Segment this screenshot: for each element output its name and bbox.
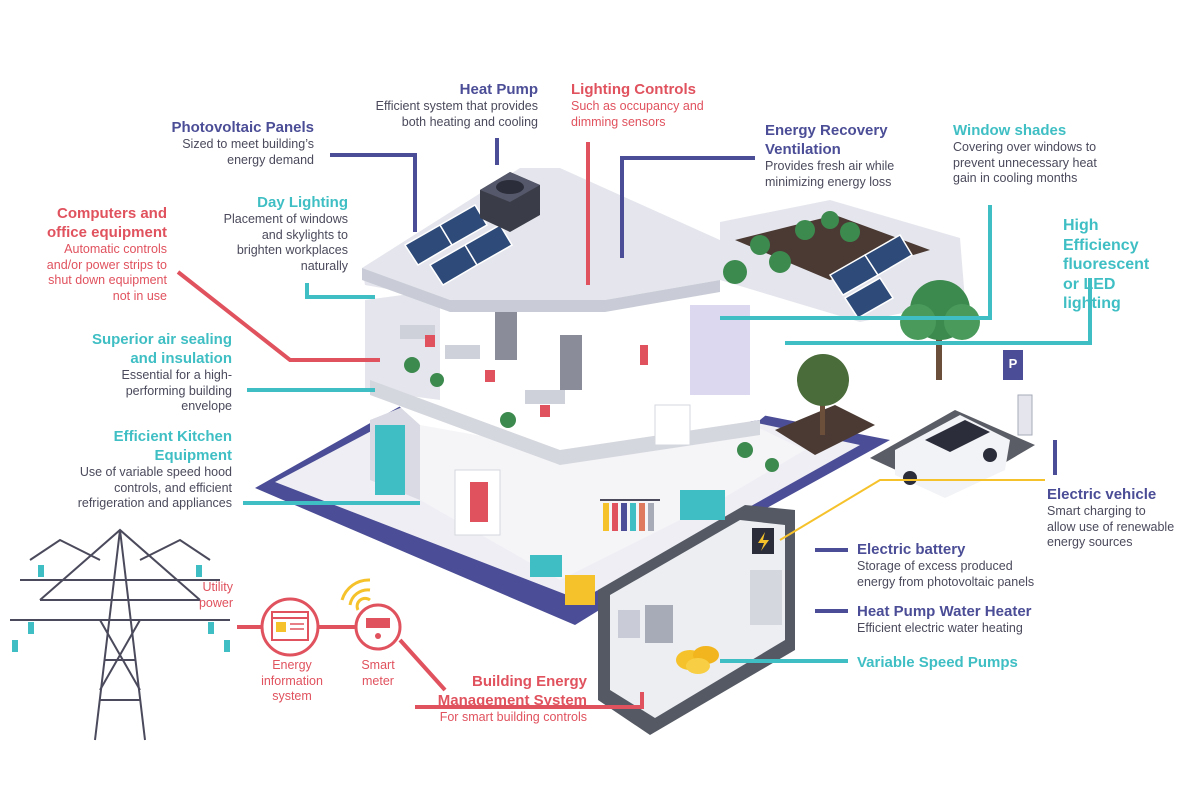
window-shades-desc: Covering over windows to prevent unneces…	[953, 140, 1097, 185]
basement	[598, 505, 795, 735]
label-smart-meter: Smart meter	[348, 658, 408, 689]
air-sealing-title: Superior air sealing and insulation	[91, 331, 232, 367]
erv-title: Energy Recovery Ventilation	[765, 122, 888, 158]
utility-power-text: Utility power	[198, 580, 233, 610]
label-building-energy-management-system: Building Energy Management System For sm…	[395, 672, 587, 726]
heat-pump-title: Heat Pump	[459, 81, 538, 98]
erv-desc: Provides fresh air while minimizing ener…	[765, 159, 895, 189]
heat-pump-unit-icon	[480, 172, 540, 232]
label-window-shades: Window shades Covering over windows to p…	[953, 121, 1143, 187]
window-shades-title: Window shades	[953, 122, 1067, 139]
battery-desc: Storage of excess produced energy from p…	[857, 559, 1035, 589]
water-heater	[750, 570, 782, 625]
air-sealing-desc: Essential for a high- performing buildin…	[121, 368, 232, 413]
office-floor	[365, 290, 820, 472]
solar-panel-icon	[403, 203, 914, 320]
label-variable-speed-pumps: Variable Speed Pumps	[857, 653, 1087, 672]
bookshelf	[495, 305, 517, 360]
label-high-efficiency-lighting: High Efficiency fluorescent or LED light…	[1063, 216, 1183, 314]
transmission-tower-icon	[10, 528, 230, 741]
svg-text:P: P	[1009, 356, 1018, 371]
lighting-controls-desc: Such as occupancy and dimming sensors	[571, 99, 704, 129]
label-computers-office-equipment: Computers and office equipment Automatic…	[10, 204, 167, 304]
label-photovoltaic-panels: Photovoltaic Panels Sized to meet buildi…	[114, 118, 314, 168]
electric-vehicle-desc: Smart charging to allow use of renewable…	[1047, 504, 1175, 549]
computers-title: Computers and office equipment	[46, 205, 167, 241]
label-day-lighting: Day Lighting Placement of windows and sk…	[148, 193, 348, 274]
label-heat-pump-water-heater: Heat Pump Water Heater Efficient electri…	[857, 602, 1087, 637]
tree	[775, 280, 980, 455]
label-energy-information-system: Energy information system	[252, 658, 332, 705]
bems-title: Building Energy Management System	[437, 673, 587, 709]
label-lighting-controls: Lighting Controls Such as occupancy and …	[571, 80, 771, 130]
label-heat-pump: Heat Pump Efficient system that provides…	[338, 80, 538, 130]
battery-icon	[752, 528, 774, 554]
label-utility-power: Utility power	[160, 580, 233, 611]
lighting-controls-title: Lighting Controls	[571, 81, 696, 98]
label-efficient-kitchen-equipment: Efficient Kitchen Equipment Use of varia…	[12, 427, 232, 512]
electric-vehicle-title: Electric vehicle	[1047, 486, 1157, 503]
washer	[618, 610, 640, 638]
label-energy-recovery-ventilation: Energy Recovery Ventilation Provides fre…	[765, 121, 940, 190]
smart-meter-icon	[354, 603, 402, 651]
photovoltaic-title: Photovoltaic Panels	[171, 119, 314, 136]
ev-charger-icon: P	[1003, 350, 1033, 436]
battery-title: Electric battery	[857, 541, 966, 558]
kitchen-title: Efficient Kitchen Equipment	[113, 428, 232, 464]
label-electric-vehicle: Electric vehicle Smart charging to allow…	[1047, 485, 1197, 551]
photovoltaic-desc: Sized to meet building’s energy demand	[182, 137, 314, 167]
pumps-title: Variable Speed Pumps	[857, 654, 1018, 671]
fitting-room-curtain	[470, 482, 488, 522]
bems-desc: For smart building controls	[439, 710, 587, 724]
hpwh-title: Heat Pump Water Heater	[857, 603, 1032, 620]
heat-pump-desc: Efficient system that provides both heat…	[375, 99, 538, 129]
dryer	[645, 605, 673, 643]
energy-information-system-icon	[260, 597, 320, 657]
day-lighting-title: Day Lighting	[257, 194, 348, 211]
eis-text: Energy information system	[261, 658, 323, 703]
wifi-icon	[340, 578, 371, 611]
smart-meter-text: Smart meter	[361, 658, 395, 688]
day-lighting-desc: Placement of windows and skylights to br…	[223, 212, 348, 273]
high-efficiency-title: High Efficiency fluorescent or LED light…	[1063, 217, 1150, 312]
computers-desc: Automatic controls and/or power strips t…	[46, 242, 167, 303]
leader-lines	[176, 138, 1092, 709]
label-air-sealing-insulation: Superior air sealing and insulation Esse…	[22, 330, 232, 415]
label-electric-battery: Electric battery Storage of excess produ…	[857, 540, 1087, 590]
bookshelf	[560, 335, 582, 390]
hpwh-desc: Efficient electric water heating	[857, 621, 1023, 635]
refrigerator	[375, 425, 405, 495]
kitchen-desc: Use of variable speed hood controls, and…	[77, 465, 232, 510]
electric-car-icon	[870, 410, 1035, 498]
checkout-counter	[680, 490, 725, 520]
pump-icon	[676, 646, 719, 674]
